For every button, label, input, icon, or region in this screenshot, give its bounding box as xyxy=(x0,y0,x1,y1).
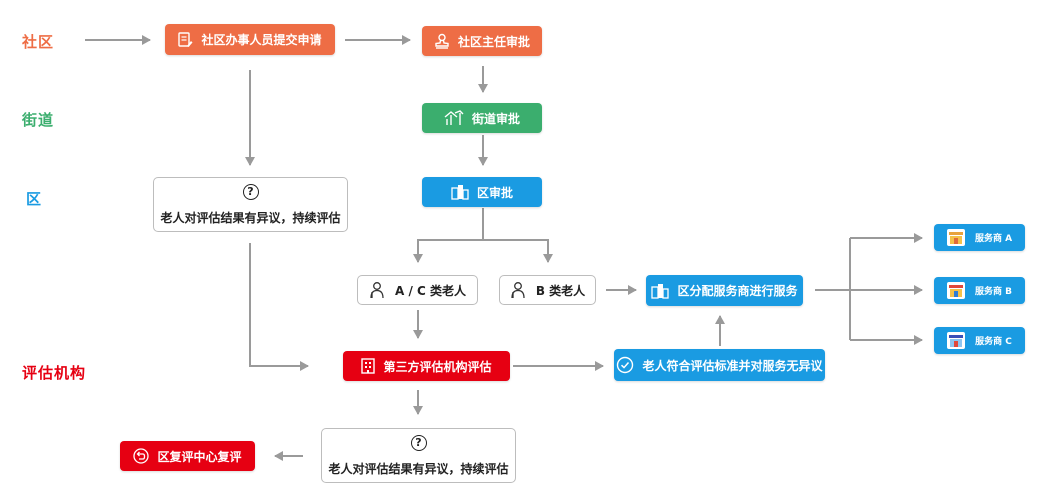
node-label: 街道审批 xyxy=(471,111,520,126)
node-objection-continue-2: ? 老人对评估结果有异议，持续评估 xyxy=(321,428,516,483)
elder-icon xyxy=(369,281,385,299)
document-edit-icon xyxy=(178,31,193,48)
shop-icon xyxy=(947,332,966,349)
node-assign-provider: 区分配服务商进行服务 xyxy=(646,275,803,306)
node-b-elder: B 类老人 xyxy=(499,275,596,305)
node-provider-c: 服务商 C xyxy=(934,327,1025,354)
node-street-approve: 街道审批 xyxy=(422,103,542,133)
building-icon xyxy=(361,358,376,374)
node-label: A / C 类老人 xyxy=(394,283,466,298)
node-label: 社区办事人员提交申请 xyxy=(201,33,322,47)
node-label: 老人符合评估标准并对服务无异议 xyxy=(642,358,823,373)
buildings-icon xyxy=(651,283,670,299)
node-ac-elder: A / C 类老人 xyxy=(357,275,478,305)
node-meets-criteria: 老人符合评估标准并对服务无异议 xyxy=(614,349,825,381)
node-label: 区分配服务商进行服务 xyxy=(677,284,798,298)
arrow-split-to-b xyxy=(483,239,553,263)
node-third-party-assessment: 第三方评估机构评估 xyxy=(343,351,510,381)
node-label: 第三方评估机构评估 xyxy=(383,359,492,374)
arrow-split-to-ac xyxy=(413,239,483,263)
node-label: 老人对评估结果有异议，持续评估 xyxy=(160,210,341,225)
shop-icon xyxy=(946,229,965,246)
node-label: 服务商 B xyxy=(975,287,1012,297)
lane-label-community: 社区 xyxy=(22,33,55,51)
arrow-objection-to-third-party xyxy=(249,243,309,371)
street-building-icon xyxy=(444,110,464,126)
node-label: 老人对评估结果有异议，持续评估 xyxy=(328,461,509,476)
node-label: 服务商 A xyxy=(974,234,1013,244)
lane-label-district: 区 xyxy=(26,190,43,208)
node-district-approve: 区审批 xyxy=(422,177,542,207)
node-submit-application: 社区办事人员提交申请 xyxy=(165,24,335,55)
stamp-icon xyxy=(434,33,450,49)
node-label: B 类老人 xyxy=(535,283,586,298)
question-icon: ? xyxy=(242,183,259,200)
node-label: 区复评中心复评 xyxy=(157,449,242,464)
buildings-icon xyxy=(451,184,469,200)
return-icon xyxy=(133,448,150,464)
check-circle-icon xyxy=(616,356,634,374)
node-label: 区审批 xyxy=(476,185,513,200)
node-provider-a: 服务商 A xyxy=(934,224,1025,251)
question-icon: ? xyxy=(410,434,427,451)
elder-icon xyxy=(510,281,526,299)
shop-icon xyxy=(947,282,965,299)
node-label: 社区主任审批 xyxy=(457,34,530,49)
node-provider-b: 服务商 B xyxy=(934,277,1025,304)
lane-label-street: 街道 xyxy=(22,111,55,129)
node-label: 服务商 C xyxy=(975,337,1012,347)
node-district-review: 区复评中心复评 xyxy=(120,441,255,471)
node-community-approve: 社区主任审批 xyxy=(422,26,542,56)
lane-label-agency: 评估机构 xyxy=(22,364,87,382)
node-objection-continue-1: ? 老人对评估结果有异议，持续评估 xyxy=(153,177,348,232)
